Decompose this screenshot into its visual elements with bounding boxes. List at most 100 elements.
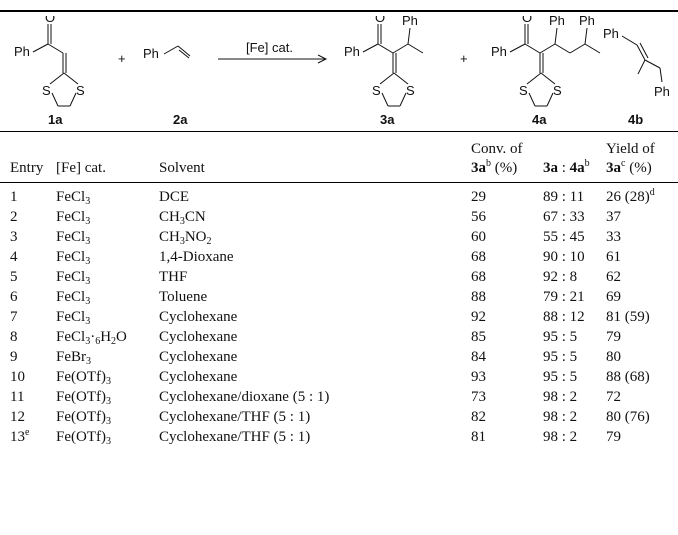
yield-cell: 81 (59) (606, 309, 650, 325)
ratio-separator: : (558, 160, 570, 176)
yield-cell: 88 (68) (606, 369, 650, 385)
conversion-cell: 93 (471, 369, 486, 385)
compound-label: 4a (532, 112, 547, 126)
ph-label: Ph (344, 44, 360, 59)
entry-header: Entry (10, 160, 44, 176)
footnote-mark: b (486, 158, 491, 169)
solvent-cell: DCE (159, 189, 189, 205)
plus-sign: + (460, 51, 468, 66)
subscript: 3 (85, 336, 91, 347)
ratio-cell: 55 : 45 (543, 229, 585, 245)
conv-header-line2: 3ab (%) (471, 159, 517, 177)
solvent-cell: Cyclohexane (159, 329, 238, 345)
subscript: 3 (85, 256, 91, 267)
reaction-scheme: Ph O S S + Ph [Fe] cat. Ph O S S Ph + Ph… (14, 16, 670, 107)
ratio-cell: 95 : 5 (543, 349, 578, 365)
ratio-cell: 95 : 5 (543, 369, 578, 385)
top-rule (0, 10, 678, 12)
solvent-cell: THF (159, 269, 188, 285)
entry-cell: 12 (10, 409, 25, 425)
compound-label: 4b (628, 112, 643, 126)
entry-cell: 7 (10, 309, 18, 325)
subscript: 3 (85, 276, 91, 287)
entry-cell: 11 (10, 389, 25, 405)
conversion-cell: 56 (471, 209, 486, 225)
ph-label: Ph (549, 16, 565, 28)
entry-cell: 3 (10, 229, 18, 245)
arrow-label: [Fe] cat. (246, 40, 293, 55)
solvent-cell: Cyclohexane (159, 309, 238, 325)
ph-label: Ph (603, 26, 619, 41)
catalyst-cell: FeBr3 (56, 349, 91, 367)
solvent-cell: CH3CN (159, 209, 206, 227)
o-label: O (45, 16, 55, 25)
conversion-cell: 73 (471, 389, 486, 405)
entry-cell: 2 (10, 209, 18, 225)
solvent-cell: Cyclohexane/THF (5 : 1) (159, 429, 311, 445)
ratio-cell: 67 : 33 (543, 209, 585, 225)
s-label: S (406, 83, 415, 98)
ratio-header: 3a : 4ab (543, 159, 590, 177)
subscript: 3 (85, 196, 91, 207)
yield-cell: 72 (606, 389, 621, 405)
compound-ref: 4a (569, 160, 585, 176)
unit: (%) (625, 160, 652, 176)
entry-cell: 9 (10, 349, 18, 365)
yield-cell: 33 (606, 229, 621, 245)
entry-cell: 4 (10, 249, 18, 265)
subscript: 3 (86, 356, 91, 367)
conversion-cell: 29 (471, 189, 486, 205)
yield-cell: 69 (606, 289, 621, 305)
ratio-cell: 79 : 21 (543, 289, 585, 305)
footnote-mark: b (584, 158, 590, 169)
conversion-cell: 92 (471, 309, 486, 325)
ph-label: Ph (654, 84, 670, 99)
ph-label: Ph (402, 16, 418, 28)
catalyst-cell: FeCl3·6H2O (56, 329, 127, 347)
catalyst-cell: FeCl3 (56, 289, 91, 307)
compound-ref: 3a (606, 160, 621, 176)
yield-cell: 79 (606, 329, 621, 345)
subscript: 6 (95, 336, 101, 347)
s-label: S (553, 83, 562, 98)
s-label: S (372, 83, 381, 98)
subscript: 3 (105, 376, 111, 387)
catalyst-header: [Fe] cat. (56, 160, 106, 176)
footnote-mark: d (649, 187, 655, 198)
entry-cell: 6 (10, 289, 18, 305)
solvent-cell: Cyclohexane (159, 349, 238, 365)
yield-cell: 80 (76) (606, 409, 650, 425)
solvent-header: Solvent (159, 160, 205, 176)
yield-header-line2: 3ac (%) (606, 159, 652, 177)
yield-cell: 37 (606, 209, 621, 225)
ph-label: Ph (14, 44, 30, 59)
subscript: 3 (105, 436, 111, 447)
s-label: S (519, 83, 528, 98)
s-label: S (42, 83, 51, 98)
conversion-cell: 81 (471, 429, 486, 445)
ratio-cell: 90 : 10 (543, 249, 585, 265)
conversion-cell: 82 (471, 409, 486, 425)
entry-cell: 13e (10, 427, 30, 446)
ratio-cell: 92 : 8 (543, 269, 578, 285)
subscript: 3 (105, 416, 111, 427)
yield-cell: 26 (28)d (606, 187, 655, 206)
solvent-cell: Cyclohexane/dioxane (5 : 1) (159, 389, 330, 405)
subscript: 3 (179, 236, 185, 247)
ratio-cell: 98 : 2 (543, 389, 578, 405)
footnote-mark: e (25, 427, 30, 438)
compound-label: 3a (380, 112, 395, 126)
compound-label: 2a (173, 112, 188, 126)
catalyst-cell: Fe(OTf)3 (56, 369, 111, 387)
conversion-cell: 68 (471, 269, 486, 285)
solvent-cell: Cyclohexane/THF (5 : 1) (159, 409, 311, 425)
scheme-divider (0, 131, 678, 132)
conversion-cell: 68 (471, 249, 486, 265)
subscript: 3 (85, 216, 91, 227)
entry-cell: 1 (10, 189, 18, 205)
subscript: 3 (85, 296, 91, 307)
subscript: 3 (85, 236, 91, 247)
entry-cell: 5 (10, 269, 18, 285)
ph-label: Ph (579, 16, 595, 28)
o-label: O (375, 16, 385, 25)
